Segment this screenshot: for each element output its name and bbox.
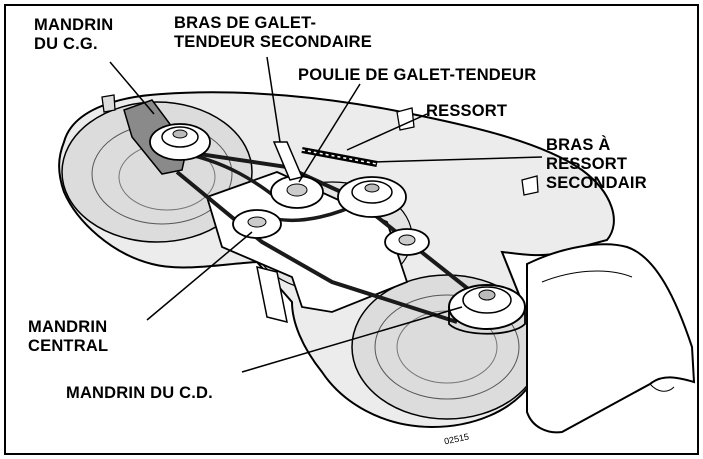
leader-cd-spindle xyxy=(241,306,463,373)
leader-center-spindle xyxy=(146,231,253,321)
label-spring: RESSORT xyxy=(426,102,508,120)
label-center-spindle: MANDRIN CENTRAL xyxy=(28,318,109,355)
discharge-chute xyxy=(526,243,696,434)
figure-frame: MANDRIN DU C.G. BRAS DE GALET- TENDEUR S… xyxy=(4,4,699,455)
label-idler-pulley: POULIE DE GALET-TENDEUR xyxy=(298,66,537,84)
leader-spring xyxy=(346,113,428,151)
label-cg-spindle: MANDRIN DU C.G. xyxy=(34,16,114,53)
leader-cg-spindle xyxy=(109,61,155,115)
mower-deck-illustration xyxy=(58,56,696,434)
leader-secondary-spring-arm xyxy=(373,156,543,163)
leader-secondary-idler-arm xyxy=(266,56,281,143)
label-secondary-idler-arm: BRAS DE GALET- TENDEUR SECONDAIRE xyxy=(174,14,372,51)
label-secondary-spring-arm: BRAS À RESSORT SECONDAIR xyxy=(546,136,647,192)
leader-idler-pulley xyxy=(298,83,361,183)
label-cd-spindle: MANDRIN DU C.D. xyxy=(66,384,213,402)
